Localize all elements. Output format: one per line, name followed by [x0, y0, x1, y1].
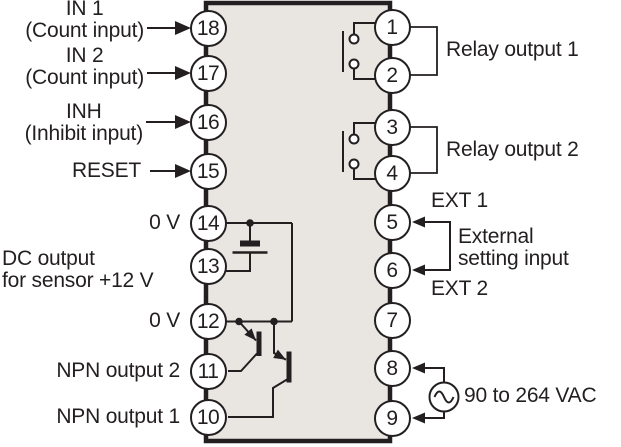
external-setting-bracket	[412, 216, 451, 276]
arrow-icon	[175, 114, 191, 130]
capacitor-circuit	[226, 219, 293, 322]
pin-3: 3	[373, 108, 411, 146]
label-npn-output-1: NPN output 1	[56, 405, 180, 428]
arrow-icon	[412, 362, 425, 374]
pin-9: 9	[373, 399, 411, 437]
arrow-icon	[175, 20, 191, 36]
pin-15: 15	[189, 152, 227, 190]
label-0v-pin12: 0 V	[149, 309, 180, 332]
label-relay-output-2: Relay output 2	[446, 138, 579, 161]
pin-14: 14	[189, 204, 227, 242]
ac-source-icon	[412, 362, 460, 424]
label-inh: INH (Inhibit input)	[24, 100, 144, 145]
pin-13: 13	[189, 247, 227, 285]
relay-1-bracket	[410, 26, 438, 76]
input-arrow-icons	[146, 20, 191, 179]
pin-11: 11	[189, 352, 227, 390]
label-0v-pin14: 0 V	[149, 211, 180, 234]
pin-7: 7	[373, 301, 411, 339]
label-ext-1: EXT 1	[431, 189, 488, 212]
arrow-icon	[412, 412, 425, 424]
pin-12: 12	[189, 302, 227, 340]
sine-wave-icon	[433, 390, 455, 404]
label-reset: RESET	[71, 159, 141, 182]
label-relay-output-1: Relay output 1	[446, 38, 579, 61]
capacitor-icon	[232, 240, 268, 254]
label-ext-2: EXT 2	[431, 277, 488, 300]
pin-16: 16	[189, 103, 227, 141]
pin-2: 2	[373, 56, 411, 94]
relay-contact-2-icon	[342, 122, 378, 180]
arrow-icon	[175, 65, 191, 81]
pin-1: 1	[373, 8, 411, 46]
label-dc-output: DC output for sensor +12 V	[2, 247, 154, 292]
pin-6: 6	[373, 251, 411, 289]
relay-2-bracket	[410, 126, 438, 174]
pin-18: 18	[189, 9, 227, 47]
pin-4: 4	[373, 154, 411, 192]
arrow-icon	[412, 264, 425, 276]
npn-transistor-1-icon	[228, 320, 262, 372]
relay-contact-1-icon	[342, 22, 378, 80]
pin-5: 5	[373, 203, 411, 241]
pin-17: 17	[189, 54, 227, 92]
label-supply-voltage: 90 to 264 VAC	[464, 384, 597, 407]
label-in1: IN 1 (Count input)	[25, 0, 144, 42]
label-npn-output-2: NPN output 2	[56, 359, 180, 382]
npn-output-circuit	[226, 317, 292, 418]
label-in2: IN 2 (Count input)	[25, 44, 144, 89]
pin-10: 10	[189, 398, 227, 436]
arrow-icon	[175, 163, 191, 179]
label-external-setting-input: External setting input	[458, 225, 569, 270]
pin-8: 8	[373, 349, 411, 387]
arrow-icon	[412, 216, 425, 228]
npn-transistor-2-icon	[228, 321, 292, 418]
